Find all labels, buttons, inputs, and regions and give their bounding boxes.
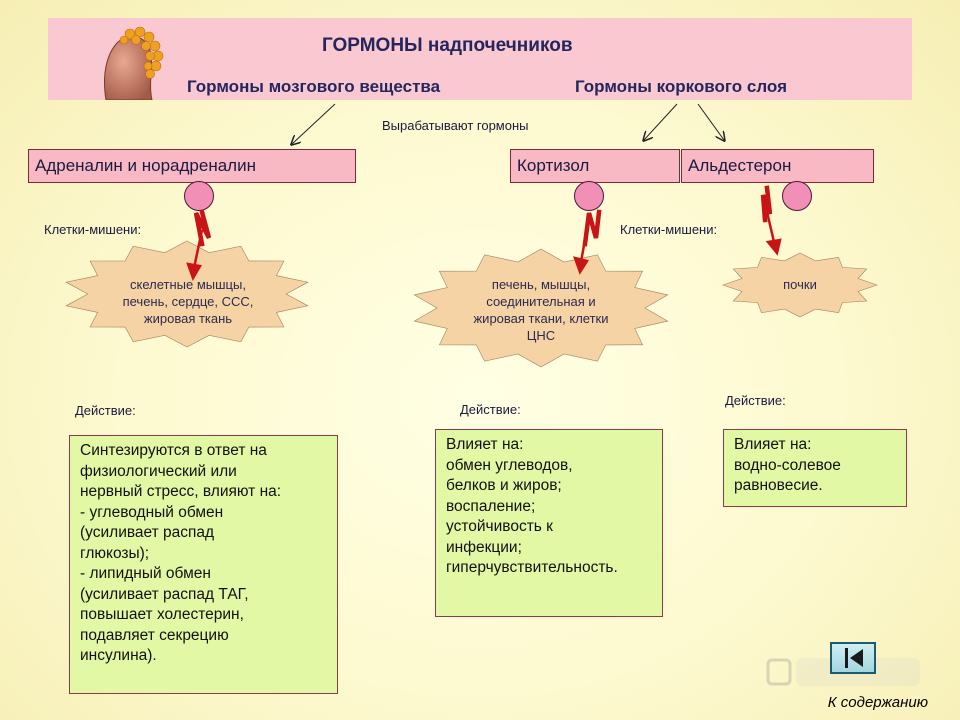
target-cells-label-right: Клетки-мишени: <box>620 222 718 237</box>
action-line: повышает холестерин, <box>80 606 244 623</box>
back-arrow-icon <box>845 648 863 668</box>
action-line: инсулина). <box>80 647 157 664</box>
receptor-circle-aldosterone <box>782 181 812 211</box>
action-line: воспаление; <box>446 497 536 515</box>
action-line: белков и жиров; <box>446 477 562 494</box>
page-title: ГОРМОНЫ надпочечников <box>322 35 573 56</box>
action-box-adrenaline: Синтезируются в ответ на физиологический… <box>69 435 338 694</box>
action-line: инфекции; <box>446 538 522 556</box>
action-line: устойчивость к <box>446 518 553 535</box>
action-label-aldosterone: Действие: <box>725 393 786 408</box>
target-star-liver <box>413 248 669 368</box>
target-line: печень, мышцы, <box>491 277 591 292</box>
star-shape <box>65 240 309 348</box>
action-line: Влияет на: <box>734 436 812 453</box>
star-shape <box>413 248 669 368</box>
action-label-adrenaline: Действие: <box>75 403 136 418</box>
target-cells-label-left: Клетки-мишени: <box>44 222 142 237</box>
target-line: почки <box>783 277 817 292</box>
receptor-circle-cortisol <box>574 181 604 211</box>
table-of-contents-link[interactable]: К содержанию <box>827 694 928 711</box>
hormone-cortisol: Кортизол <box>510 149 680 183</box>
cortex-hormones-label: Гормоны коркового слоя <box>575 77 787 96</box>
target-line: печень, сердце, ССС, <box>122 294 254 309</box>
action-line: равновесие. <box>734 477 823 494</box>
target-line: жировая ткань <box>143 311 233 326</box>
target-star-kidneys <box>722 252 878 318</box>
receptor-circle-adrenaline <box>184 181 214 211</box>
target-text-skeletal: скелетные мышцы, печень, сердце, ССС, жи… <box>80 276 296 327</box>
lightning-bolt-icon <box>760 185 773 223</box>
produce-hormones-label: Вырабатывают гормоны <box>382 118 529 133</box>
arrow-to-adrenaline <box>292 103 336 144</box>
target-line: ЦНС <box>526 328 556 343</box>
target-text-liver: печень, мышцы, соединительная и жировая … <box>432 276 650 344</box>
target-star-skeletal <box>65 240 309 348</box>
action-line: (усиливает распад ТАГ, <box>80 585 249 603</box>
action-line: глюкозы); <box>80 544 150 562</box>
action-line: водно-солевое <box>734 456 841 474</box>
action-line: Синтезируются в ответ на <box>80 442 267 459</box>
medulla-hormones-label: Гормоны мозгового вещества <box>187 77 441 96</box>
action-label-cortisol: Действие: <box>460 402 521 417</box>
hormone-adrenaline: Адреналин и норадреналин <box>28 149 356 183</box>
action-line: гиперчувствительность. <box>446 559 618 576</box>
action-line: физиологический или <box>80 462 237 480</box>
target-line: жировая ткани, клетки <box>473 311 609 326</box>
back-nav-button[interactable] <box>830 642 876 674</box>
action-line: подавляет секрецию <box>80 626 229 644</box>
arrow-to-cortisol <box>644 103 678 140</box>
target-line: скелетные мышцы, <box>130 277 246 292</box>
target-text-kidneys: почки <box>740 276 860 293</box>
lightning-bolt-icon <box>582 209 602 247</box>
action-line: - углеводный обмен <box>80 503 224 521</box>
adrenal-gland-icon <box>104 26 164 100</box>
action-line: Влияет на: <box>446 436 524 453</box>
header-band: ГОРМОНЫ надпочечников Гормоны мозгового … <box>48 18 912 100</box>
action-line: обмен углеводов, <box>446 456 573 474</box>
target-line: соединительная и <box>486 294 596 309</box>
bolt-arrow-shaft <box>765 211 776 243</box>
hormone-aldosterone: Альдестерон <box>681 149 874 183</box>
action-box-cortisol: Влияет на: обмен углеводов, белков и жир… <box>435 429 663 617</box>
action-box-aldosterone: Влияет на: водно-солевое равновесие. <box>723 429 907 507</box>
action-line: - липидный обмен <box>80 565 211 582</box>
action-line: (усиливает распад <box>80 524 215 541</box>
arrow-to-aldosterone <box>697 103 724 140</box>
star-shape <box>722 252 878 318</box>
action-line: нервный стресс, влияют на: <box>80 483 282 500</box>
